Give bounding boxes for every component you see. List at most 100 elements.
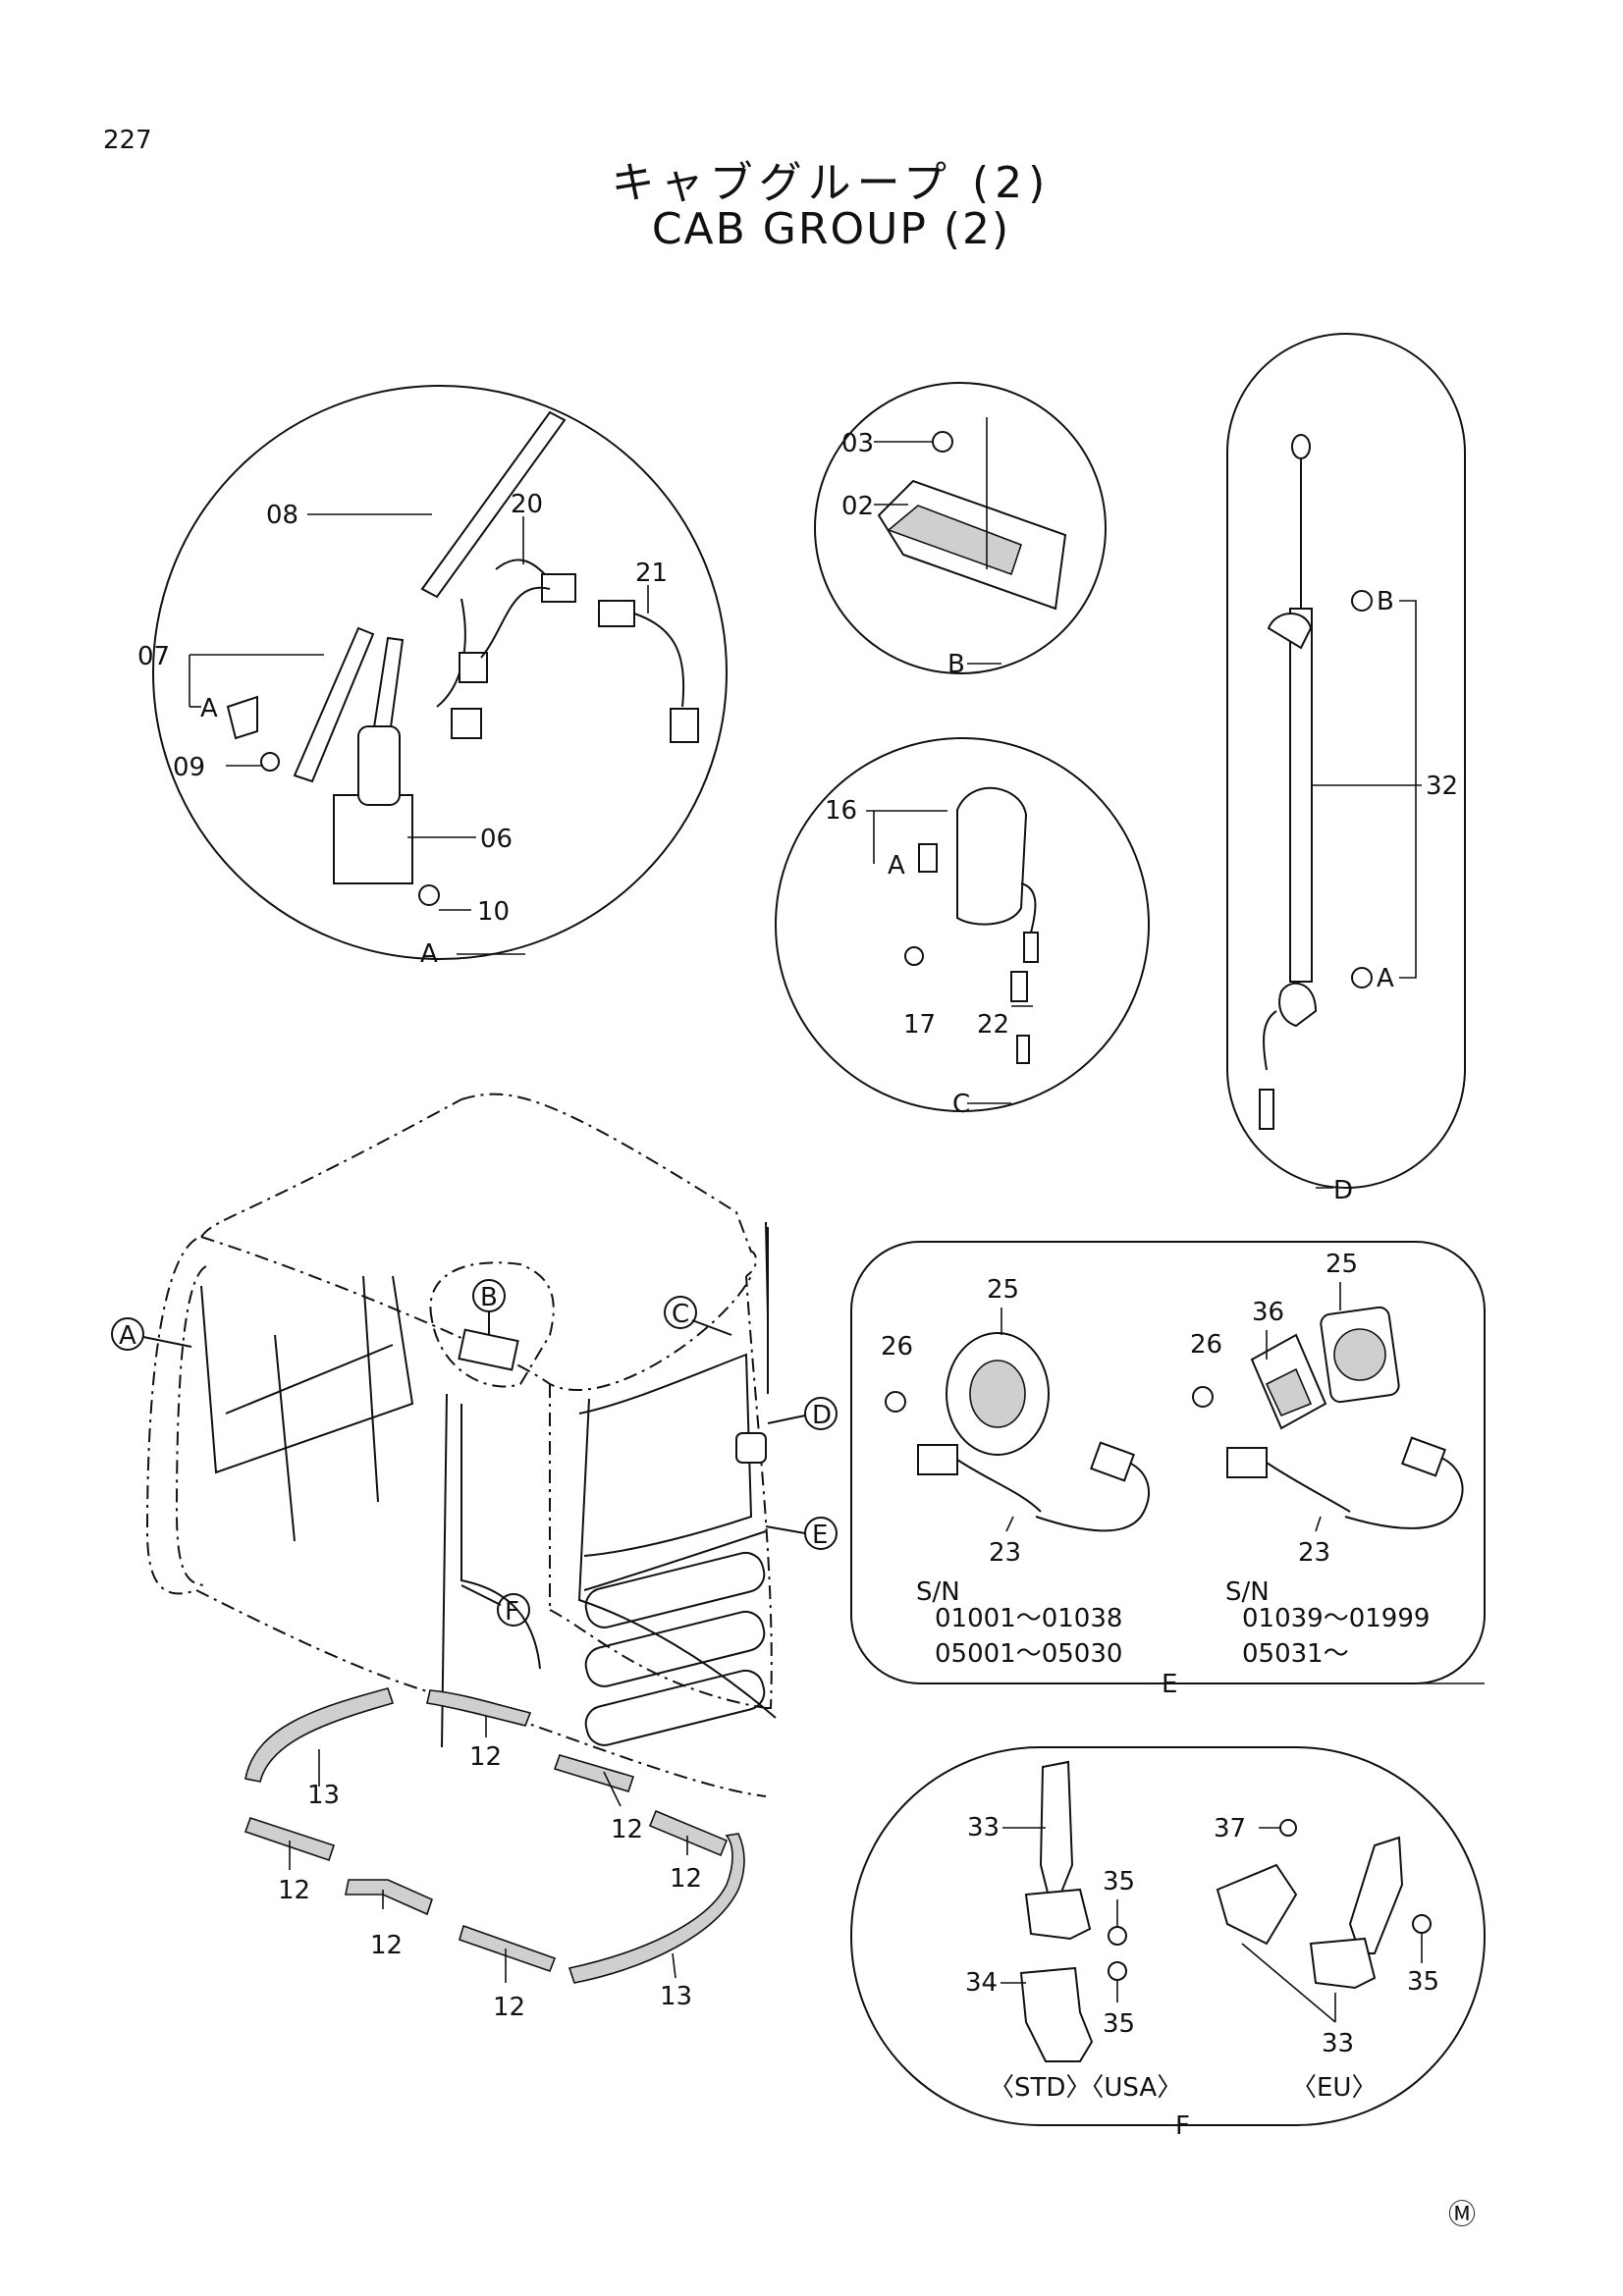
callout-a <box>111 1317 144 1351</box>
view-label-e: E <box>1162 1670 1177 1699</box>
wiper-motor-body <box>357 725 401 806</box>
part-label-13-right: 13 <box>660 1982 692 2011</box>
page-number: 227 <box>103 126 152 155</box>
antenna-32 <box>1289 608 1313 983</box>
room-lamp-lens <box>887 505 1023 576</box>
part-label-13-left: 13 <box>307 1781 340 1810</box>
nut-37 <box>1279 1819 1297 1837</box>
detail-a-wiper <box>152 385 728 960</box>
light-bulb <box>918 843 938 873</box>
connector-23-left <box>917 1444 958 1475</box>
view-label-c-ref: A <box>888 851 905 881</box>
part-label-03: 03 <box>841 429 874 458</box>
part-label-12-a: 12 <box>469 1742 502 1772</box>
seal-12-c <box>345 1879 433 1916</box>
part-label-26-right: 26 <box>1190 1330 1222 1360</box>
cab-lamp <box>458 1328 519 1371</box>
bolt-35-a <box>1108 1926 1127 1946</box>
part-label-37: 37 <box>1214 1814 1246 1843</box>
part-label-12-f: 12 <box>670 1864 702 1894</box>
light-plug <box>1023 932 1039 963</box>
detail-f-lever <box>850 1746 1486 2126</box>
lever-base-left <box>1024 1888 1092 1941</box>
harness-20 <box>480 586 551 659</box>
part-label-06: 06 <box>480 825 513 854</box>
cab-callouts <box>111 1279 838 1627</box>
seal-13-right <box>568 1833 745 1984</box>
part-label-35-c: 35 <box>1407 1967 1439 1997</box>
cab-body <box>145 1093 777 1797</box>
part-label-23-right: 23 <box>1298 1538 1330 1568</box>
connector-21 <box>598 600 635 627</box>
detail-a-labels: 08 20 21 07 A 09 06 10 A <box>137 490 668 969</box>
callout-f <box>497 1593 530 1627</box>
part-label-36: 36 <box>1252 1298 1284 1327</box>
part-label-02: 02 <box>841 492 874 521</box>
sn-label-right: S/N <box>1225 1577 1270 1607</box>
part-label-10: 10 <box>477 897 510 927</box>
view-label-b: B <box>947 650 965 679</box>
view-label-d-b: B <box>1377 587 1394 616</box>
part-label-09: 09 <box>173 753 205 782</box>
detail-c-light <box>775 737 1150 1112</box>
part-label-22: 22 <box>977 1010 1009 1040</box>
nut-09 <box>260 752 280 772</box>
seal-13-left <box>244 1687 395 1783</box>
callout-c-letter: C <box>672 1300 689 1329</box>
antenna-bracket-bottom <box>1278 982 1318 1028</box>
cover-36-grille <box>1265 1367 1313 1417</box>
antenna-tip <box>1291 434 1311 459</box>
detail-b-labels: 03 02 B <box>841 429 965 679</box>
corner-mark: Ⓜ <box>1448 2198 1476 2230</box>
bracket-34 <box>1019 1966 1094 2062</box>
sn-label-left: S/N <box>916 1577 960 1607</box>
callout-e-letter: E <box>812 1521 828 1550</box>
lever-33-left <box>1039 1760 1074 1898</box>
detail-e-speaker <box>850 1241 1486 1684</box>
weatherstrips <box>243 1687 745 1984</box>
connector-22-end <box>1016 1035 1030 1064</box>
cab-speaker <box>735 1432 767 1464</box>
part-label-33-left: 33 <box>967 1813 1000 1842</box>
view-label-d-a: A <box>1377 964 1394 993</box>
part-label-16: 16 <box>825 796 857 826</box>
view-label-a-ref: A <box>200 694 218 723</box>
variant-label-eu: 〈EU〉 <box>1291 2073 1377 2103</box>
connector-22 <box>1010 971 1028 1002</box>
light-lead <box>1020 882 1037 934</box>
screw-d-b <box>1351 590 1373 612</box>
view-label-c: C <box>952 1090 970 1119</box>
speaker-25-right-cone <box>1333 1328 1386 1381</box>
part-label-25-right: 25 <box>1325 1250 1358 1279</box>
part-label-17: 17 <box>903 1010 936 1040</box>
harness-21 <box>633 613 685 708</box>
speaker-25-left-cone <box>969 1360 1026 1428</box>
screw-d-a <box>1351 967 1373 988</box>
seal-12-b <box>243 1816 336 1862</box>
connector-23-right <box>1226 1447 1268 1478</box>
wiper-cap <box>226 695 258 740</box>
part-label-35-b: 35 <box>1103 2009 1135 2039</box>
sn-right-range-1: 01039～01999 <box>1242 1604 1430 1633</box>
connector-23-left-end <box>1090 1441 1135 1482</box>
sn-left-range-2: 05001～05030 <box>935 1639 1122 1669</box>
detail-f-labels: 33 35 34 35 37 35 33 〈STD〉〈USA〉 〈EU〉 F <box>965 1813 1439 2141</box>
connector-23-right-end <box>1401 1436 1446 1477</box>
bolt-35-c <box>1412 1914 1432 1934</box>
detail-d-frame <box>1226 333 1466 1189</box>
part-label-25-left: 25 <box>987 1275 1019 1305</box>
detail-b-circle <box>814 382 1107 674</box>
detail-f-frame <box>850 1746 1486 2126</box>
view-label-a: A <box>420 939 438 969</box>
cab-callout-letters: A B C D E F <box>119 1283 832 1627</box>
seal-12-f <box>648 1809 729 1857</box>
part-label-20: 20 <box>511 490 543 519</box>
part-label-21: 21 <box>635 559 668 588</box>
callout-c <box>664 1296 697 1329</box>
connector-lower <box>451 708 482 739</box>
antenna-cable-plug <box>1259 1089 1274 1130</box>
callout-b-letter: B <box>480 1283 498 1312</box>
lever-base-right <box>1309 1937 1377 1990</box>
part-label-12-b: 12 <box>278 1876 310 1905</box>
detail-e-frame <box>850 1241 1486 1684</box>
